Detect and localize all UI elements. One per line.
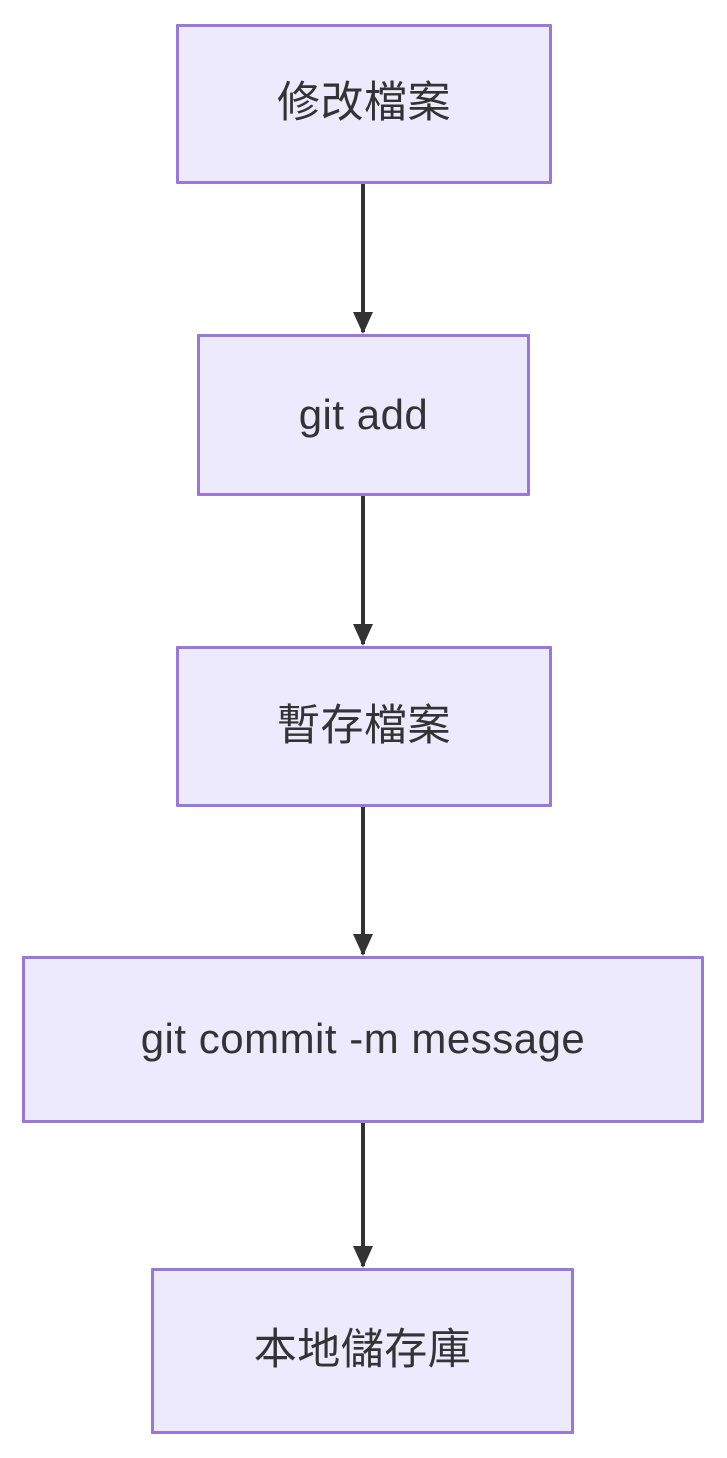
node-label: 暫存檔案	[277, 701, 451, 750]
flowchart-node-staged-files[interactable]: 暫存檔案	[176, 646, 552, 807]
flowchart-node-local-repository[interactable]: 本地儲存庫	[151, 1268, 574, 1434]
node-label: git commit -m message	[140, 1015, 586, 1063]
flowchart-node-git-add[interactable]: git add	[197, 334, 530, 496]
flowchart-node-modify-files[interactable]: 修改檔案	[176, 24, 552, 184]
node-label: 本地儲存庫	[253, 1326, 472, 1375]
flowchart-node-git-commit[interactable]: git commit -m message	[22, 956, 704, 1123]
node-label: 修改檔案	[277, 79, 451, 128]
node-label: git add	[298, 390, 429, 438]
